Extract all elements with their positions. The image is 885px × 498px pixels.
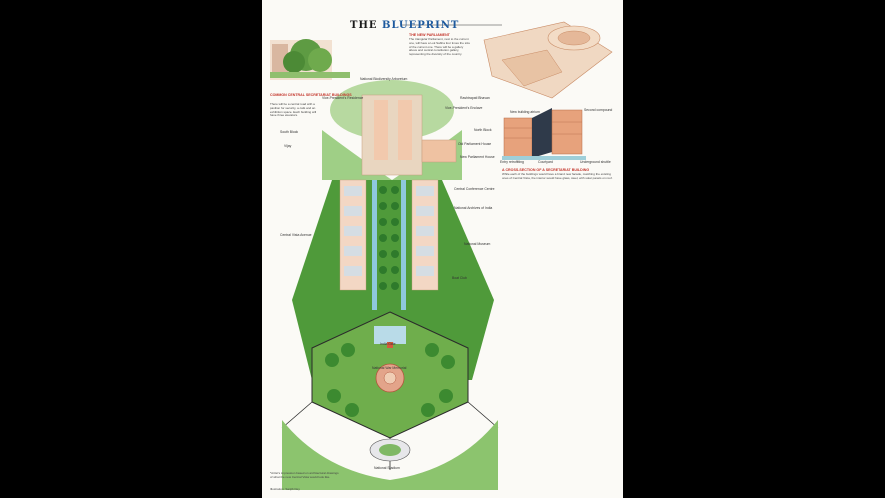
footer-note: *Artist's impression based on architectu… (270, 471, 339, 479)
blueprint-poster: THE BLUEPRINT THE NEW PARLIAMENT The tri… (262, 0, 623, 498)
new-parliament-rendering (483, 21, 613, 99)
label-central-conference-centre: Central Conference Centre (454, 187, 495, 191)
label-old-parliament: Old Parliament House (458, 142, 492, 146)
label-national-museum: National Museum (464, 242, 491, 246)
label-courtyard: Courtyard (538, 160, 553, 164)
label-national-stadium: National Stadium (374, 466, 400, 470)
label-vice-presidents-enclave: Vice-President's Enclave (445, 106, 483, 110)
poster-title: THE BLUEPRINT (350, 20, 459, 31)
label-national-archives: National Archives of India (454, 206, 493, 210)
central-secretariat-text: There will be a central road with a pavi… (270, 102, 317, 118)
vista-plan (281, 80, 499, 490)
arboretum-vignette (270, 39, 350, 80)
label-new-parliament-house: New Parliament House (460, 155, 495, 159)
label-central-vista-avenue: Central Vista Avenue (280, 233, 312, 237)
title-highlight: BLUEPRINT (382, 20, 460, 31)
central-vista-illustration (270, 21, 613, 490)
label-new-building-atrium: New building atrium (510, 110, 540, 114)
new-parliament-text: The triangular Parliament, next to the c… (409, 37, 471, 57)
footer-credit: Illustration: Sanjib Dey (270, 487, 300, 491)
label-rashtrapati-bhavan: Rashtrapati Bhavan (460, 96, 490, 100)
label-boat-club: Boat Club (452, 276, 467, 280)
label-national-war-memorial: National War Memorial (372, 366, 407, 370)
cross-section-heading: A CROSS-SECTION OF A SECRETARIAT BUILDIN… (502, 168, 590, 172)
label-vijay: Vijay (284, 144, 292, 148)
label-underground-shuttle: Underground shuttle (580, 160, 611, 164)
label-vice-presidents-residence: Vice-President's Residence (322, 96, 364, 100)
title-prefix: THE (350, 20, 382, 31)
central-secretariat-heading: COMMON CENTRAL SECRETARIAT BUILDINGS (270, 93, 352, 97)
label-north-block: North Block (474, 128, 492, 132)
new-parliament-heading: THE NEW PARLIAMENT (409, 33, 450, 37)
secretariat-cross-section (502, 108, 586, 160)
label-india-gate: India Gate (380, 342, 396, 346)
label-biodiversity: National Biodiversity Arboretum (360, 77, 408, 81)
label-south-block: South Block (280, 130, 299, 134)
label-second-compound: Second compound (584, 108, 613, 112)
cross-section-text: While each of the buildings would have a… (502, 172, 613, 180)
label-entry-retrofitting: Entry retrofitting (500, 160, 524, 164)
